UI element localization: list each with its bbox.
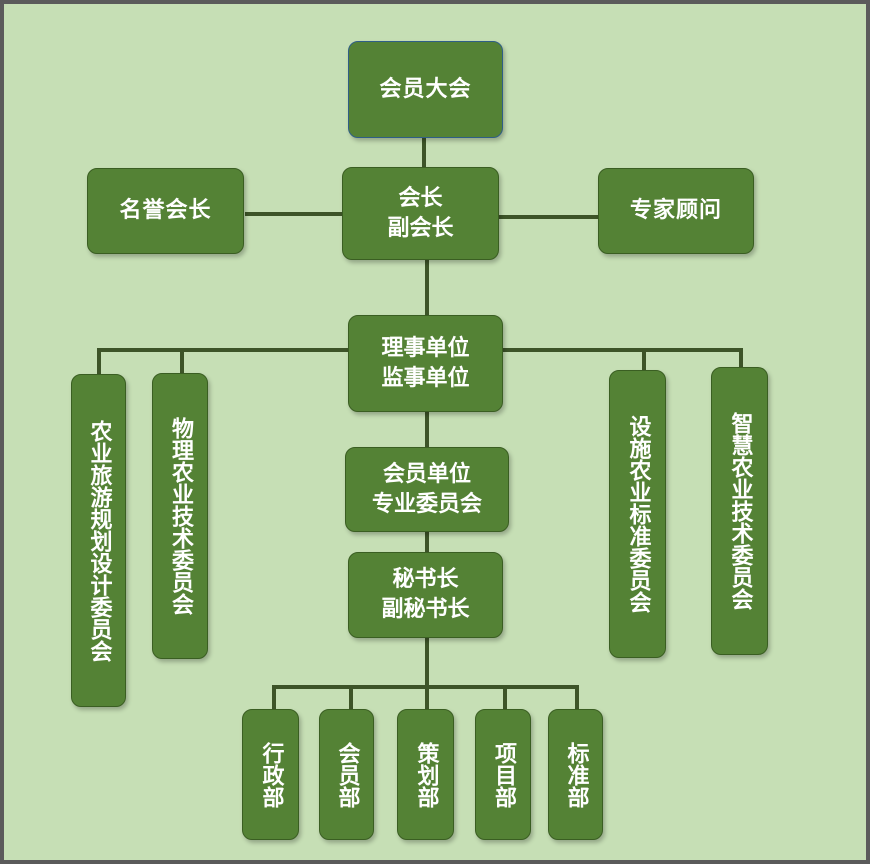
member-units-label: 会员单位 (382, 461, 471, 487)
dept-admin-box: 行政部 (242, 709, 299, 840)
honorary-president-box: 名誉会长 (87, 168, 244, 254)
general-assembly-label: 会员大会 (379, 76, 472, 102)
dept-project-box: 项目部 (475, 709, 531, 840)
council-supervisor-label: 监事单位 (381, 365, 470, 391)
president-box: 会长 副会长 (342, 167, 499, 260)
expert-advisor-label: 专家顾问 (629, 198, 722, 223)
physical-agri-committee-label: 物理农业技术委员会 (168, 417, 193, 615)
general-assembly-box: 会员大会 (348, 41, 503, 138)
connector-lines (97, 138, 743, 714)
dept-admin-label: 行政部 (258, 741, 284, 808)
secretary-general-label: 秘书长 (392, 567, 459, 592)
agri-tourism-committee-label: 农业旅游规划设计委员会 (86, 419, 112, 662)
dept-planning-label: 策划部 (413, 741, 439, 808)
council-box: 理事单位 监事单位 (348, 315, 503, 412)
vice-president-label: 副会长 (387, 215, 454, 241)
facility-agri-committee-box: 设施农业标准委员会 (609, 370, 666, 658)
facility-agri-committee-label: 设施农业标准委员会 (625, 415, 651, 613)
smart-agri-committee-box: 智慧农业技术委员会 (711, 367, 768, 655)
member-units-box: 会员单位 专业委员会 (345, 447, 509, 532)
council-director-label: 理事单位 (381, 335, 470, 361)
secretary-box: 秘书长 副秘书长 (348, 552, 503, 638)
dept-planning-box: 策划部 (397, 709, 454, 840)
dept-standards-label: 标准部 (563, 741, 589, 808)
dept-membership-box: 会员部 (319, 709, 374, 840)
smart-agri-committee-label: 智慧农业技术委员会 (727, 412, 753, 610)
physical-agri-committee-box: 物理农业技术委员会 (152, 373, 208, 659)
agri-tourism-committee-box: 农业旅游规划设计委员会 (71, 374, 126, 707)
president-label: 会长 (398, 185, 443, 211)
dept-membership-label: 会员部 (334, 741, 360, 808)
expert-advisor-box: 专家顾问 (598, 168, 754, 254)
dept-project-label: 项目部 (491, 741, 516, 808)
deputy-secretary-label: 副秘书长 (381, 597, 470, 622)
honorary-president-label: 名誉会长 (119, 198, 212, 223)
professional-committee-label: 专业委员会 (371, 491, 482, 517)
dept-standards-box: 标准部 (548, 709, 603, 840)
